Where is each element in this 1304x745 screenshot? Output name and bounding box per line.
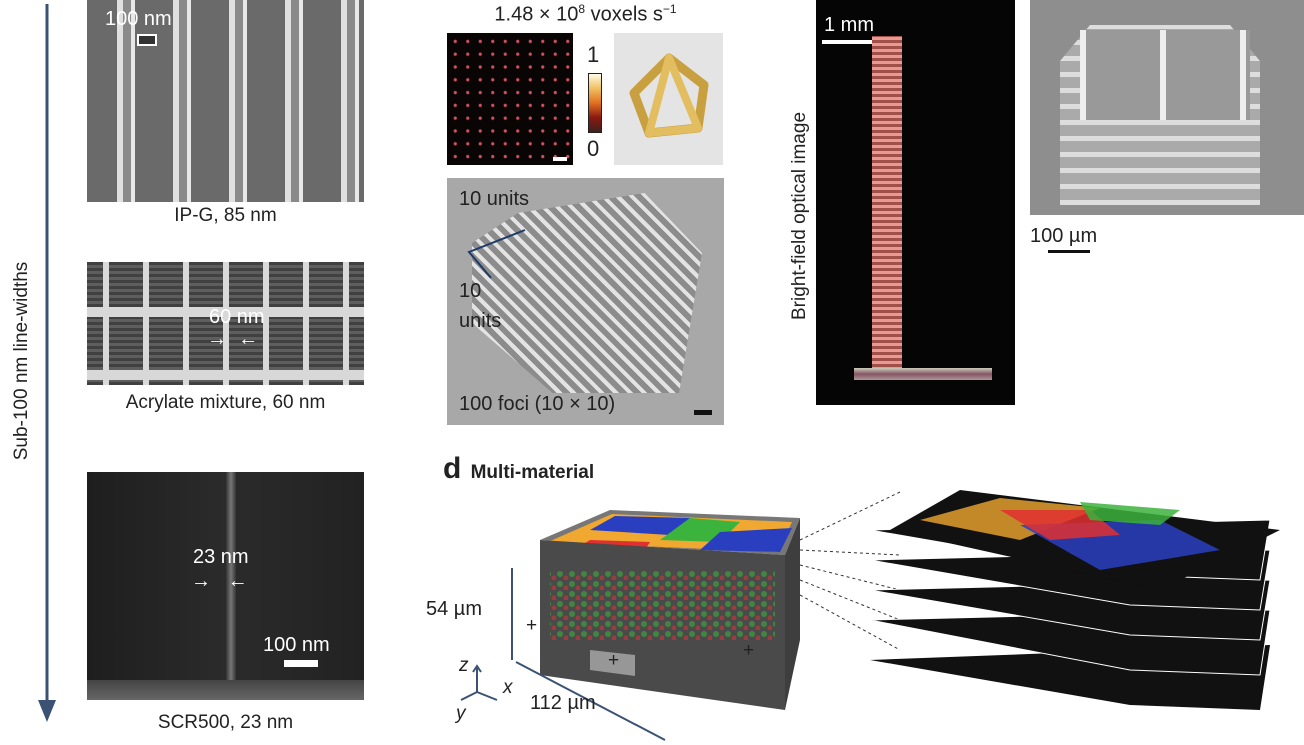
panel-title: Multi-material — [470, 462, 595, 483]
lattice-label-1: 10 units — [459, 188, 530, 210]
block-3d — [540, 510, 800, 710]
scale-label: 100 nm — [105, 8, 172, 30]
caption-acrylate: Acrylate mixture, 60 nm — [125, 392, 326, 413]
axis-x: x — [503, 677, 513, 698]
axis-y: y — [456, 703, 466, 724]
multimaterial-diagram — [511, 490, 1280, 741]
title-exp: 8 — [578, 2, 586, 16]
arrows-icon: → ← — [191, 570, 248, 592]
height-label: 54 µm — [426, 598, 482, 620]
caption-scr500: SCR500, 23 nm — [157, 712, 294, 733]
direction-arrows — [467, 229, 526, 279]
colorbar-max: 1 — [587, 42, 600, 67]
linewidth-label: 23 nm — [193, 546, 249, 568]
caption-ipg: IP-G, 85 nm — [174, 205, 277, 226]
scr500-sem-image: 23 nm → ← 100 nm — [87, 472, 364, 700]
cube-sem-image — [1030, 0, 1304, 215]
layer-stack — [869, 490, 1280, 710]
lattice-label-2b: units — [459, 310, 502, 332]
axis-label: Sub-100 nm line-widths — [11, 261, 32, 461]
lattice-label-2a: 10 — [459, 280, 482, 302]
down-arrow — [38, 4, 56, 722]
width-label: 112 µm — [530, 692, 596, 714]
throughput-title: 1.48 × 108 voxels s−1 — [447, 2, 724, 27]
acrylate-sem-image: 60 nm → ← — [87, 262, 364, 385]
octahedron-render — [614, 33, 723, 165]
brightfield-image: 1 mm — [816, 0, 1015, 405]
scale-label: 1 mm — [824, 14, 874, 36]
axes-icon — [460, 664, 498, 701]
panel-d-title: d Multi-material — [443, 452, 594, 486]
title-unit-exp: −1 — [662, 2, 677, 16]
scale-bar — [553, 157, 567, 161]
scale-bar — [822, 40, 882, 44]
lattice-caption: 100 foci (10 × 10) — [459, 393, 616, 415]
title-base: 1.48 × 10 — [494, 3, 579, 26]
colorbar-min: 0 — [587, 136, 600, 161]
arrows-icon: → ← — [207, 328, 259, 350]
axis-z: z — [459, 655, 469, 676]
sem-scale-label: 100 µm — [1030, 225, 1098, 247]
base — [854, 368, 992, 380]
pillar — [872, 36, 902, 376]
colorbar — [588, 73, 602, 133]
scale-bar — [137, 34, 157, 46]
title-unit: voxels s — [590, 3, 663, 26]
plus-marker: + — [743, 640, 755, 661]
scale-bar — [284, 660, 318, 667]
plus-marker: + — [608, 650, 620, 671]
foci-array-image — [447, 33, 573, 165]
linewidth-label: 60 nm — [209, 306, 265, 328]
panel-letter: d — [443, 452, 462, 485]
ipg-sem-image: 100 nm — [87, 0, 364, 202]
plus-marker: + — [526, 615, 538, 636]
scale-bar — [694, 410, 712, 415]
lattice-sem-image: 10 units 10 units 100 foci (10 × 10) — [447, 178, 724, 425]
sem-scale-bar — [1048, 250, 1090, 253]
brightfield-label: Bright-field optical image — [789, 111, 810, 321]
scale-label: 100 nm — [263, 634, 330, 656]
